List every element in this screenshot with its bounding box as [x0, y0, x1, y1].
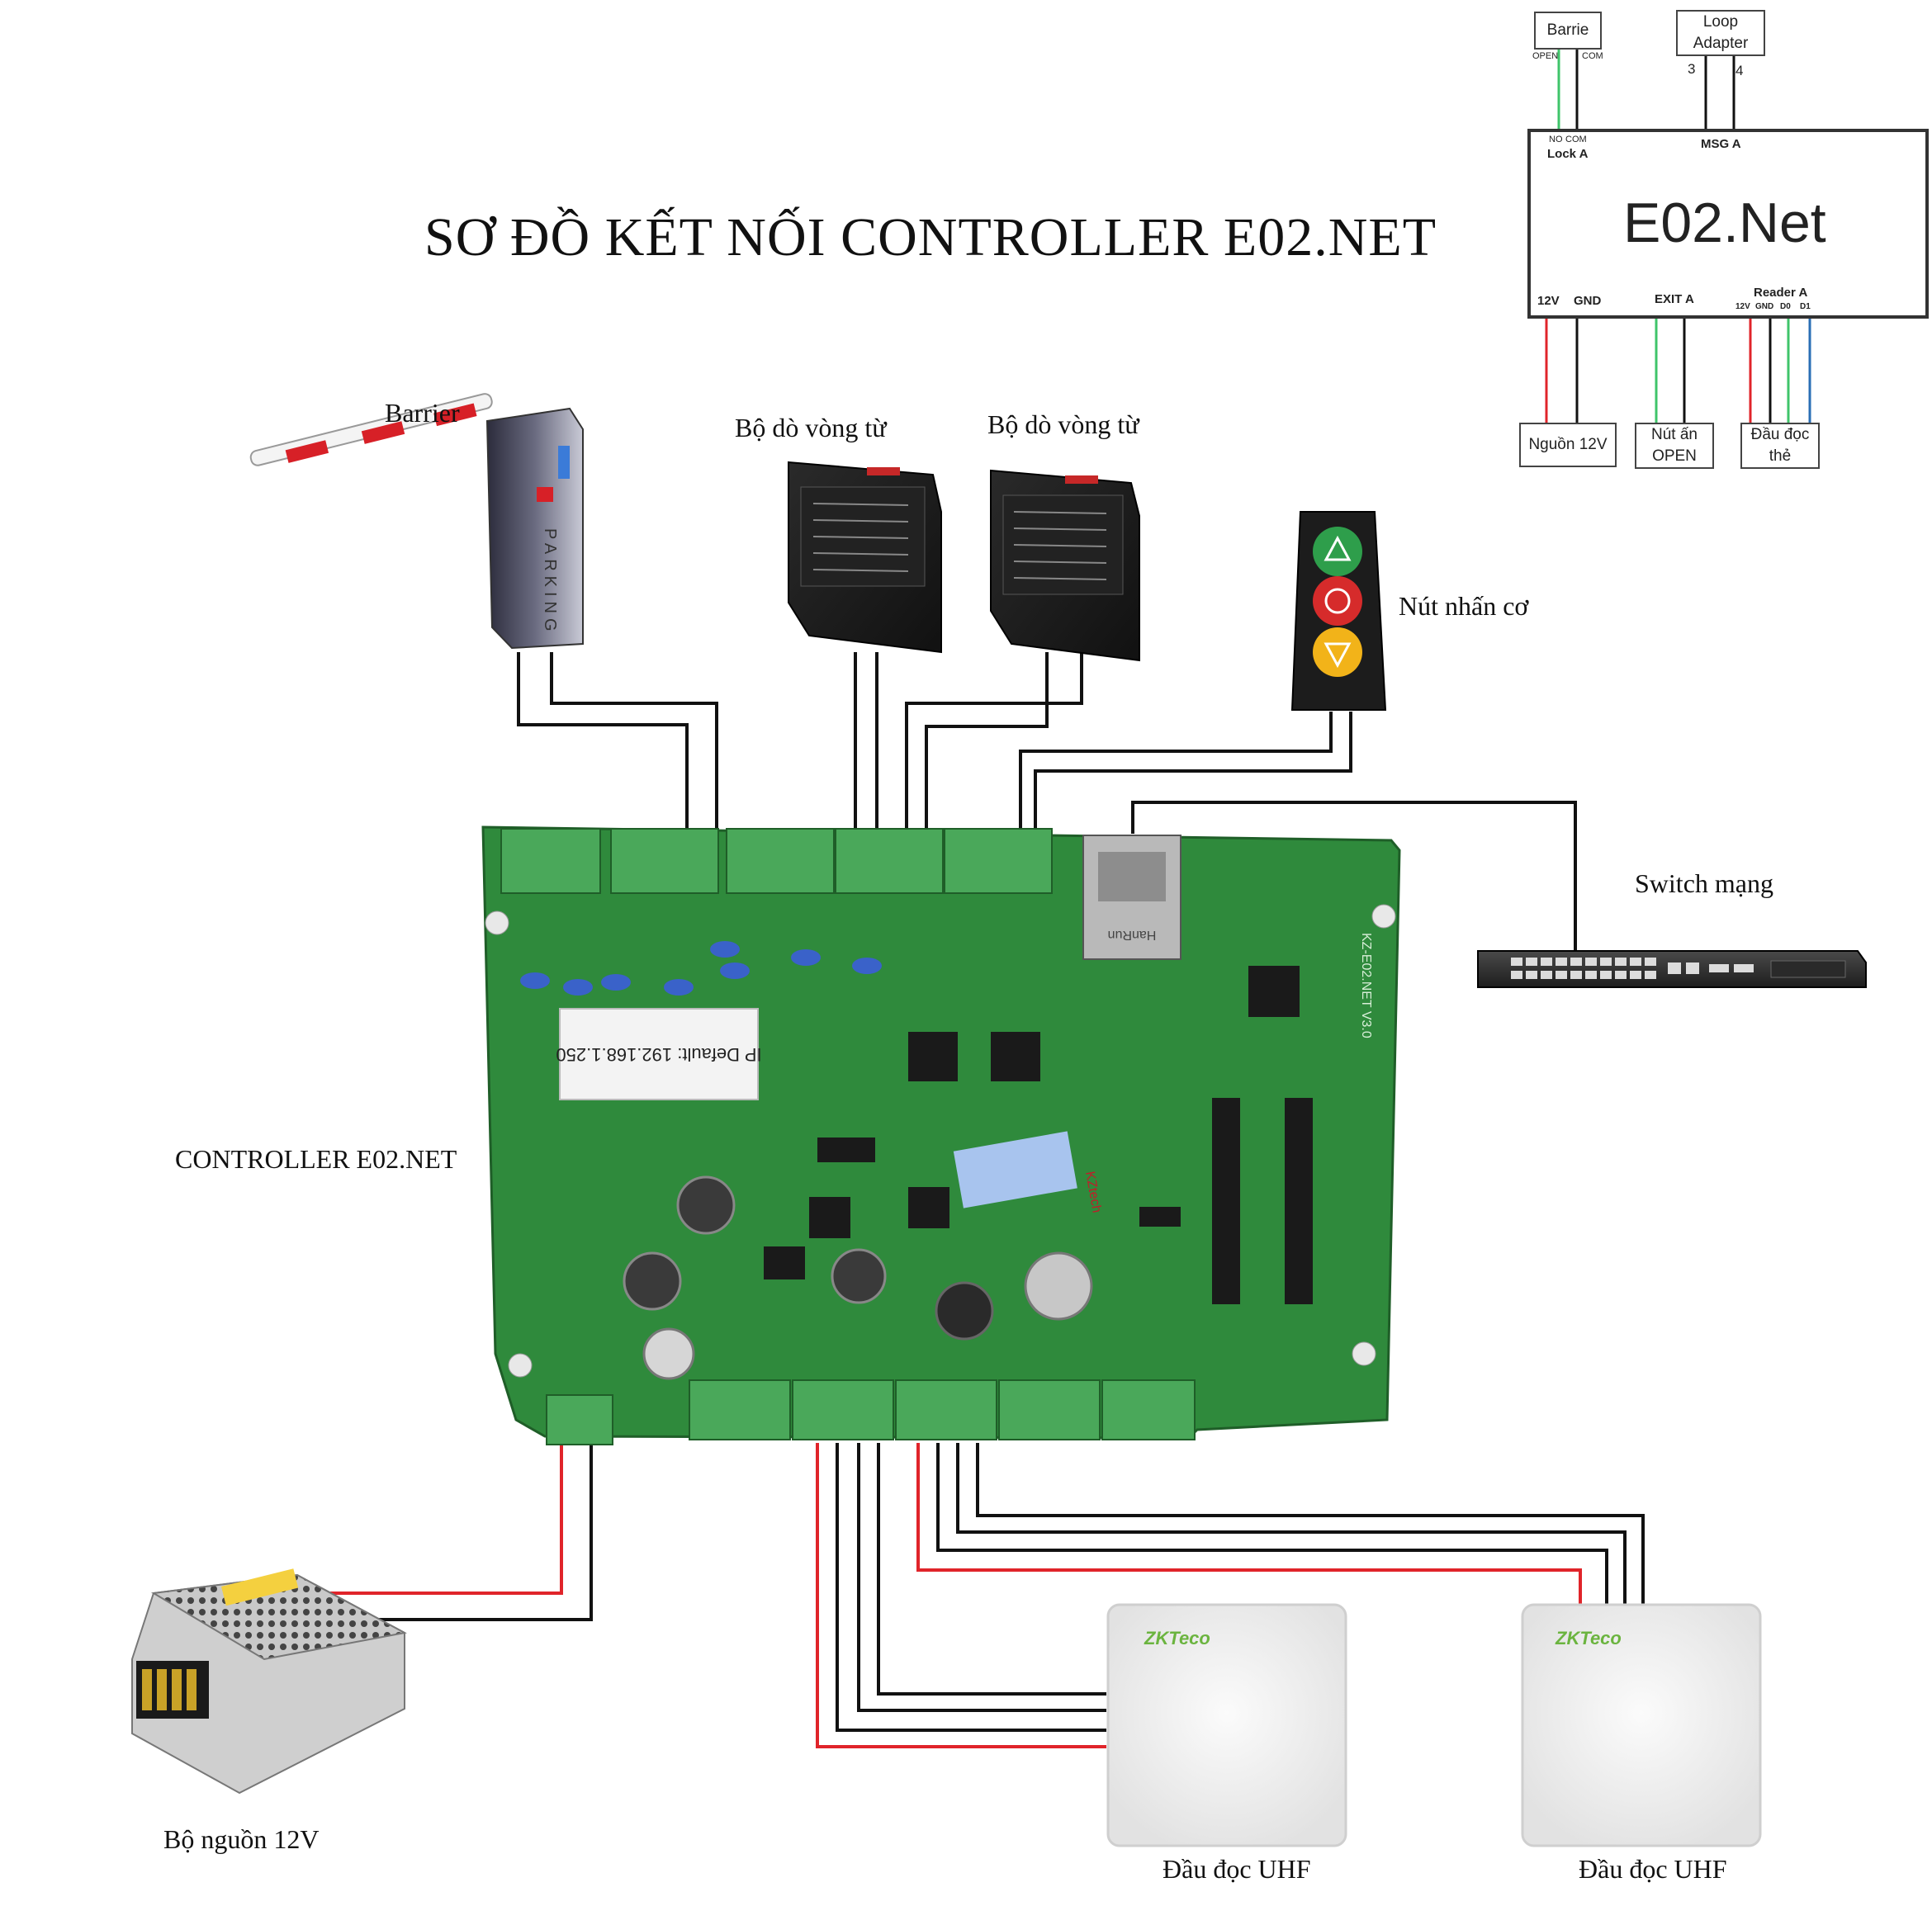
controller-label: CONTROLLER E02.NET	[175, 1144, 457, 1174]
schematic-rd1-label: D1	[1800, 302, 1811, 311]
barrier-label: Barrier	[385, 398, 460, 428]
schematic-button-line1: Nút ấn	[1651, 426, 1698, 443]
schematic-button-line2: OPEN	[1652, 447, 1697, 465]
barrier-image: PARKING	[249, 393, 584, 650]
push-button-image	[1290, 511, 1387, 711]
push-button-label: Nút nhấn cơ	[1399, 591, 1529, 621]
schematic-pin3: 3	[1688, 61, 1696, 77]
switch-label: Switch mạng	[1635, 868, 1773, 898]
schematic-reader-line1: Đầu đọc	[1750, 426, 1810, 443]
board-model-text: KZ-E02.NET V3.0	[1359, 933, 1373, 1038]
uhf-reader-1-brand: ZKTeco	[1144, 1628, 1210, 1648]
barrier-wires	[517, 652, 718, 915]
rj45-label: HanRun	[1108, 928, 1157, 942]
schematic-msg-a-label: MSG A	[1701, 137, 1741, 151]
network-cable	[1131, 801, 1577, 964]
uhf-reader-2-brand: ZKTeco	[1555, 1628, 1622, 1648]
schematic-barrie-box: Barrie	[1534, 12, 1602, 50]
loop-detector-1-image	[788, 461, 942, 654]
switch-image	[1477, 950, 1867, 988]
loop-detector-2-label: Bộ dò vòng từ	[987, 409, 1139, 439]
svg-text:PARKING: PARKING	[541, 528, 559, 636]
schematic-button-box: Nút ấn OPEN	[1635, 423, 1714, 469]
schematic-12v-label: 12V	[1537, 294, 1560, 308]
uhf-reader-2-image: ZKTeco	[1521, 1603, 1762, 1847]
schematic-reader-box: Đầu đọc thẻ	[1740, 423, 1820, 469]
schematic-loop-adapter-box: Loop Adapter	[1676, 10, 1765, 56]
schematic-loop-adapter-line1: Loop	[1702, 13, 1739, 31]
uhf-reader-2-label: Đầu đọc UHF	[1579, 1854, 1727, 1884]
schematic-loop-adapter-line2: Adapter	[1693, 35, 1749, 52]
schematic-reader-line2: thẻ	[1769, 447, 1792, 465]
schematic-module-name: E02.Net	[1623, 192, 1826, 254]
reader1-wires	[816, 1443, 1106, 1748]
uhf-reader-1-label: Đầu đọc UHF	[1163, 1854, 1311, 1884]
schematic-rgnd-label: GND	[1755, 302, 1774, 311]
schematic-power-box: Nguồn 12V	[1519, 423, 1617, 467]
power-wires	[330, 1443, 593, 1621]
ip-sticker-text: IP Default: 192.168.1.250	[556, 1044, 761, 1065]
schematic-power-text: Nguồn 12V	[1528, 436, 1608, 453]
schematic-gnd-label: GND	[1574, 294, 1602, 308]
controller-board-image: HanRun IP Default: 192.168.1.250	[481, 825, 1401, 1445]
schematic-exit-a-label: EXIT A	[1655, 292, 1694, 306]
schematic-com2-label: COM	[1565, 135, 1587, 144]
schematic-lock-a-label: Lock A	[1547, 147, 1589, 161]
schematic-open-label: OPEN	[1532, 51, 1559, 61]
reader2-wires	[916, 1443, 1645, 1606]
uhf-reader-1-image: ZKTeco	[1106, 1603, 1347, 1847]
schematic-rd0-label: D0	[1780, 302, 1791, 311]
schematic-pin4: 4	[1735, 63, 1744, 78]
loop-detector-1-label: Bộ dò vòng từ	[735, 413, 887, 442]
power-supply-image	[131, 1568, 407, 1795]
schematic-r12v-label: 12V	[1735, 302, 1750, 311]
page-title: SƠ ĐỒ KẾT NỐI CONTROLLER E02.NET	[424, 207, 1437, 267]
schematic-no-label: NO	[1549, 135, 1563, 144]
power-supply-label: Bộ nguồn 12V	[163, 1824, 320, 1854]
schematic-reader-a-label: Reader A	[1754, 286, 1808, 300]
schematic-barrie-text: Barrie	[1546, 21, 1589, 39]
loop-detector-2-image	[990, 469, 1140, 662]
schematic-module-box: E02.Net NO COM Lock A MSG A 12V GND EXIT…	[1527, 129, 1929, 319]
schematic-com-label: COM	[1582, 51, 1603, 61]
schematic-wires	[1545, 48, 1811, 423]
